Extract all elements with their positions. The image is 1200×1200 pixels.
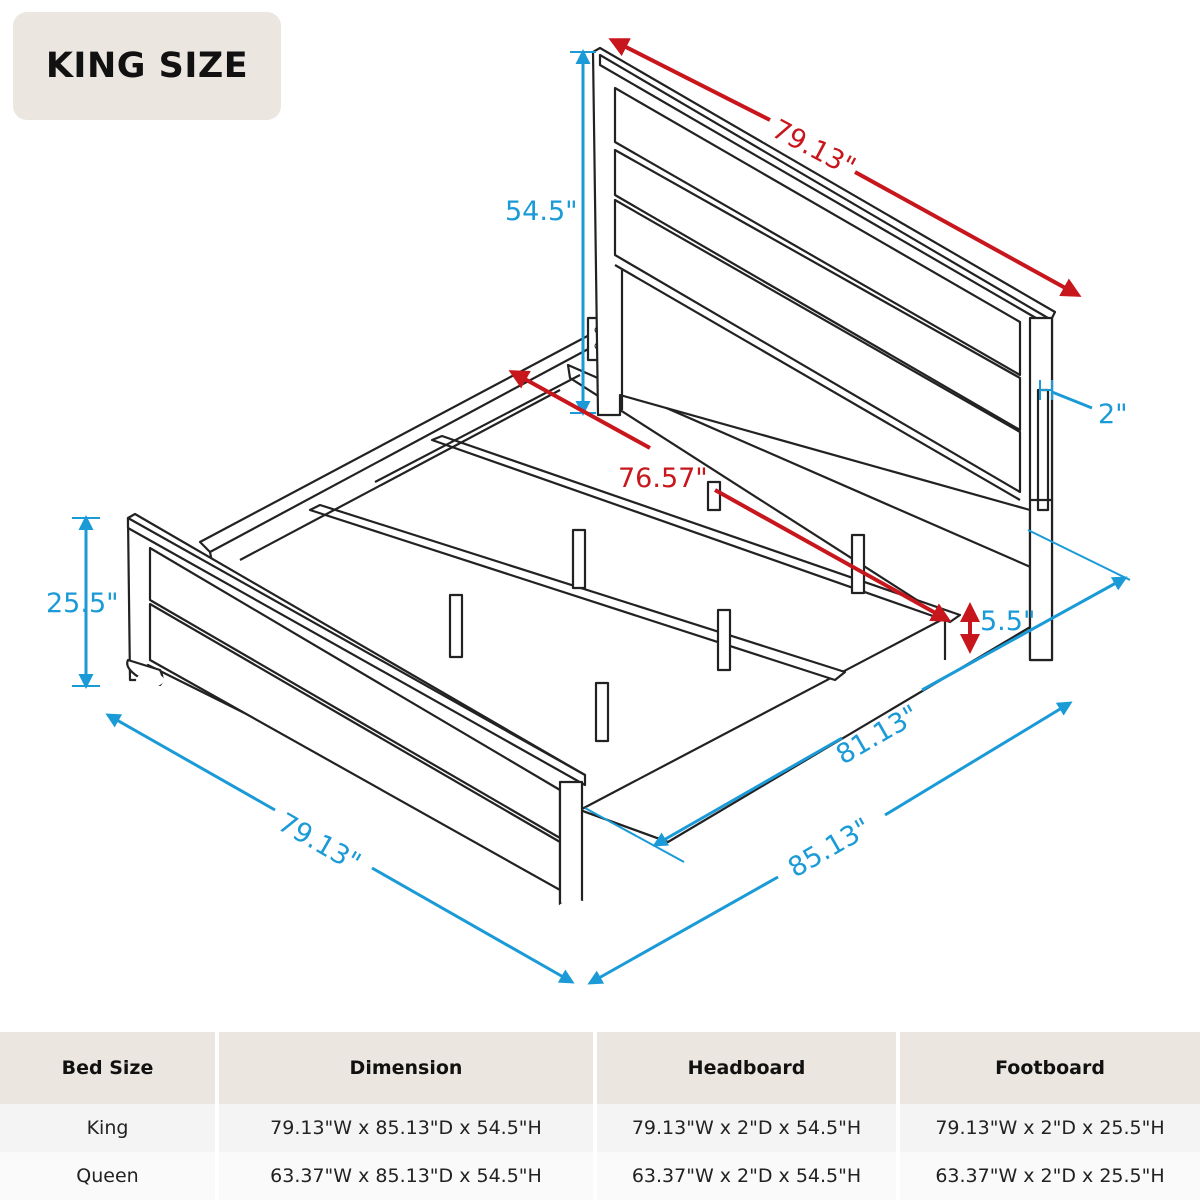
table-header: Footboard (896, 1032, 1200, 1104)
table-header-row: Bed Size Dimension Headboard Footboard (0, 1032, 1200, 1104)
table-cell: 79.13"W x 85.13"D x 54.5"H (215, 1104, 595, 1152)
table-cell: 63.37"W x 85.13"D x 54.5"H (215, 1152, 595, 1200)
table-header: Headboard (593, 1032, 898, 1104)
table-header: Bed Size (0, 1032, 217, 1104)
table-header: Dimension (215, 1032, 595, 1104)
table-cell: 63.37"W x 2"D x 25.5"H (896, 1152, 1200, 1200)
footboard-height-label: 25.5" (46, 588, 119, 619)
page-title: KING SIZE (45, 46, 249, 86)
table-cell: King (0, 1104, 217, 1152)
total-length-label: 85.13" (783, 812, 876, 884)
table-cell: 63.37"W x 2"D x 54.5"H (593, 1152, 898, 1200)
headboard-depth-label: 2" (1098, 399, 1128, 430)
bed-frame-drawing (126, 46, 1057, 930)
rail-length-label: 76.57" (618, 463, 708, 494)
table-cell: 79.13"W x 2"D x 25.5"H (896, 1104, 1200, 1152)
table-cell: Queen (0, 1152, 217, 1200)
headboard-height-label: 54.5" (505, 196, 578, 227)
table-row: Queen 63.37"W x 85.13"D x 54.5"H 63.37"W… (0, 1152, 1200, 1200)
bed-diagram: 54.5" 79.13" 2" 76.57" 5.5" 25.5" 79.13"… (46, 38, 1131, 985)
size-table: Bed Size Dimension Headboard Footboard K… (0, 1032, 1200, 1200)
footboard-width-label: 79.13" (273, 807, 366, 879)
title-badge: KING SIZE (13, 12, 281, 120)
table-cell: 79.13"W x 2"D x 54.5"H (593, 1104, 898, 1152)
table-row: King 79.13"W x 85.13"D x 54.5"H 79.13"W … (0, 1104, 1200, 1152)
